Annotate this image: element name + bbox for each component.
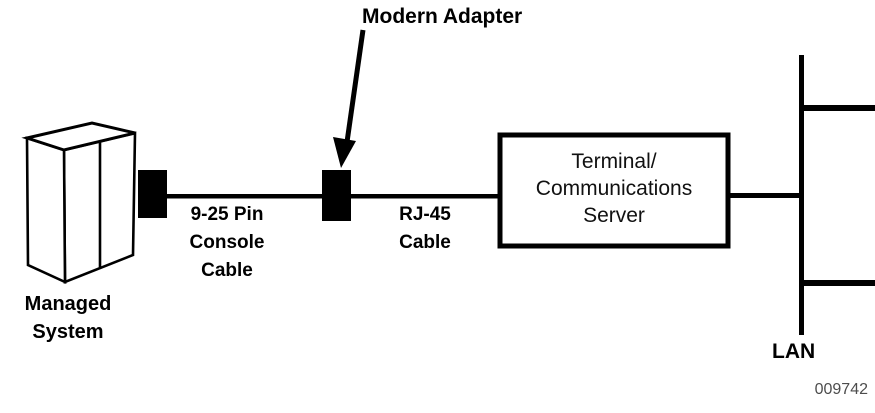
callout-arrow-head bbox=[333, 137, 356, 168]
modem-adapter-label: Modern Adapter bbox=[362, 5, 523, 28]
terminal-server-box bbox=[497, 132, 731, 249]
terminal-server-label: Terminal/ Communications Server bbox=[535, 150, 693, 227]
figure-number: 009742 bbox=[814, 381, 868, 398]
modem-adapter-block bbox=[322, 170, 351, 221]
callout-arrow-icon bbox=[333, 29, 366, 168]
managed-system-tower-icon bbox=[21, 121, 137, 285]
lan-label: LAN bbox=[772, 340, 816, 363]
lan-bus-icon bbox=[799, 55, 875, 335]
lan-bus-branch-bottom bbox=[801, 280, 875, 286]
tower-side-face bbox=[25, 136, 67, 285]
rj45-cable-line bbox=[349, 194, 502, 199]
managed-system-label: Managed System bbox=[24, 293, 112, 343]
tower-top-face bbox=[21, 121, 136, 152]
lan-bus-trunk bbox=[799, 55, 804, 335]
console-cable-label: 9-25 Pin Console Cable bbox=[189, 204, 265, 281]
console-connector-block bbox=[138, 170, 167, 218]
callout-arrow-shaft bbox=[344, 29, 366, 143]
rj45-cable-label: RJ-45 Cable bbox=[399, 204, 451, 253]
server-lan-line bbox=[726, 193, 802, 198]
lan-bus-branch-top bbox=[801, 105, 875, 111]
console-cable-line bbox=[165, 194, 324, 199]
